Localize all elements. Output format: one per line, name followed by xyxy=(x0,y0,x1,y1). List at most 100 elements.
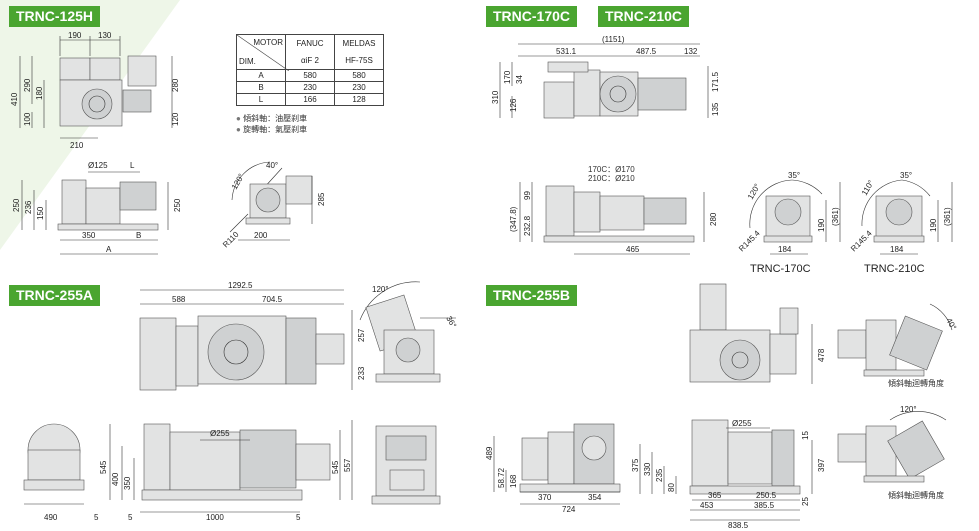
tilt-housing xyxy=(285,317,317,385)
legend-rot-text: 旋轉軸：氣壓刹車 xyxy=(243,125,308,134)
dim-label: 232.8 xyxy=(523,215,532,236)
dim-label: 350 xyxy=(123,476,132,490)
dim-label: Ø255 xyxy=(210,429,230,438)
trnc210c-side-view xyxy=(861,179,953,255)
dim-label: 100 xyxy=(23,112,32,126)
dim-label: 400 xyxy=(111,472,120,486)
trnc125h-side-view xyxy=(229,161,313,241)
dim-label: 285 xyxy=(317,192,326,206)
header-trnc-255a: TRNC-255A xyxy=(9,285,101,306)
dim-label: 168 xyxy=(509,474,518,488)
corner-diagonal xyxy=(237,35,289,71)
table-row: L 166 128 xyxy=(236,93,384,106)
left-housing xyxy=(143,423,171,491)
motor xyxy=(122,89,152,113)
housing xyxy=(573,69,601,117)
trnc255a-front-view xyxy=(109,420,353,513)
body xyxy=(599,195,645,231)
dim-label: 250 xyxy=(12,198,21,212)
dim-label: 210 xyxy=(70,141,84,150)
dim-label: 135 xyxy=(711,102,720,116)
motor-top xyxy=(127,55,157,87)
dim-label: 370 xyxy=(538,493,552,502)
dim-label: 838.5 xyxy=(728,521,749,530)
motor-label: MOTOR xyxy=(253,38,283,47)
tilt-body xyxy=(865,319,897,371)
motor xyxy=(315,333,345,365)
dim-label: 5 xyxy=(296,513,301,522)
trnc255a-end-view xyxy=(23,423,85,505)
tilt-disc xyxy=(395,337,421,363)
header-trnc-210c: TRNC-210C xyxy=(598,6,690,27)
dim-label: 120° xyxy=(900,405,917,414)
dim-label: 290 xyxy=(23,78,32,92)
dim-label: 545 xyxy=(99,460,108,474)
dim-label: 545 xyxy=(331,460,340,474)
table-disc xyxy=(207,323,265,381)
dim-label: 453 xyxy=(700,501,714,510)
base-plate xyxy=(863,475,925,483)
dim-label: 365 xyxy=(708,491,722,500)
tilt-disc xyxy=(581,435,607,461)
dim-label: R110 xyxy=(221,230,241,250)
diameter-note: 170C：Ø170 xyxy=(588,165,635,174)
dim-label: 34 xyxy=(515,75,524,84)
face-plate xyxy=(573,191,601,233)
motor xyxy=(119,181,157,211)
dim-label: 1000 xyxy=(206,513,224,522)
body xyxy=(169,431,241,491)
table-row: A 580 580 xyxy=(236,69,384,82)
tilt-motor xyxy=(637,77,687,111)
dim-label: 35° xyxy=(788,171,800,180)
trnc255b-side-view-2 xyxy=(837,411,947,483)
base-plate xyxy=(519,483,621,493)
side-block xyxy=(175,325,199,387)
table-disc xyxy=(81,88,113,120)
trnc255b-side-view-1 xyxy=(837,303,953,377)
motor xyxy=(837,433,867,463)
motor xyxy=(521,437,549,481)
trnc255b-end-view xyxy=(639,419,813,521)
motor-housing xyxy=(139,317,177,391)
dim-label: 375 xyxy=(631,458,640,472)
dim-label: 200 xyxy=(254,231,268,240)
motor-box xyxy=(389,469,425,491)
tilt-caption-1: 傾斜軸迴轉角度 xyxy=(888,378,944,388)
dim-label: 25 xyxy=(801,497,810,506)
trnc170c-side-view xyxy=(749,179,841,255)
table-disc xyxy=(719,339,761,381)
trnc125h-top-view xyxy=(19,36,173,139)
dim-label: 410 xyxy=(10,92,19,106)
dim-label: (361) xyxy=(831,207,840,226)
base-plate xyxy=(763,235,813,243)
table-corner-cell: MOTOR DIM. xyxy=(236,34,289,71)
dim-label: DIM. xyxy=(239,57,256,66)
bullet-icon: ● xyxy=(236,114,241,123)
motor xyxy=(295,443,331,481)
header-trnc-255b: TRNC-255B xyxy=(486,285,578,306)
caption-trnc-210c: TRNC-210C xyxy=(864,263,925,275)
dim-label: 235 xyxy=(655,468,664,482)
header-trnc-125h: TRNC-125H xyxy=(9,6,101,27)
dim-label: Ø255 xyxy=(732,419,752,428)
dim-label: 190 xyxy=(817,218,826,232)
header-trnc-170c: TRNC-170C xyxy=(486,6,578,27)
row-meldas: 128 xyxy=(334,93,384,106)
dim-label: 35° xyxy=(900,171,912,180)
dim-label: 190 xyxy=(929,218,938,232)
tilt-disc xyxy=(885,198,913,226)
base-plate xyxy=(689,485,801,495)
dim-label: 531.1 xyxy=(556,47,577,56)
dim-label: 80 xyxy=(667,483,676,492)
dim-label: 99 xyxy=(523,191,532,200)
base-plate xyxy=(371,495,441,505)
tilt-table xyxy=(889,315,943,371)
bullet-icon: ● xyxy=(236,125,241,134)
dim-label: 490 xyxy=(44,513,58,522)
tilt-disc xyxy=(774,198,802,226)
dim-label: 250.5 xyxy=(756,491,777,500)
trnc255a-side-view xyxy=(359,281,456,383)
motor xyxy=(771,429,795,487)
base-plate xyxy=(873,235,925,243)
